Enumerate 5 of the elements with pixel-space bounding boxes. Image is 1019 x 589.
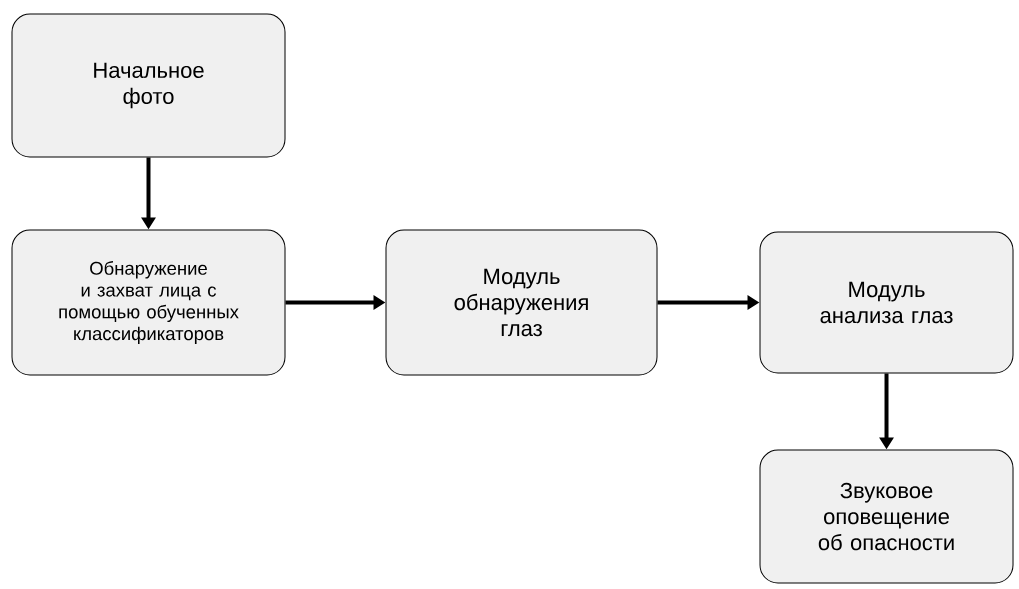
process-box: Модуль анализа глаз [759,231,1014,374]
process-box: Обнаружение и захват лица с помощью обученных классификаторов [11,229,286,376]
process-box: Начальное фото [11,13,286,158]
process-box: Звуковое оповещение об опасности [759,449,1014,584]
process-box: Модуль обнаружения глаз [385,229,658,376]
